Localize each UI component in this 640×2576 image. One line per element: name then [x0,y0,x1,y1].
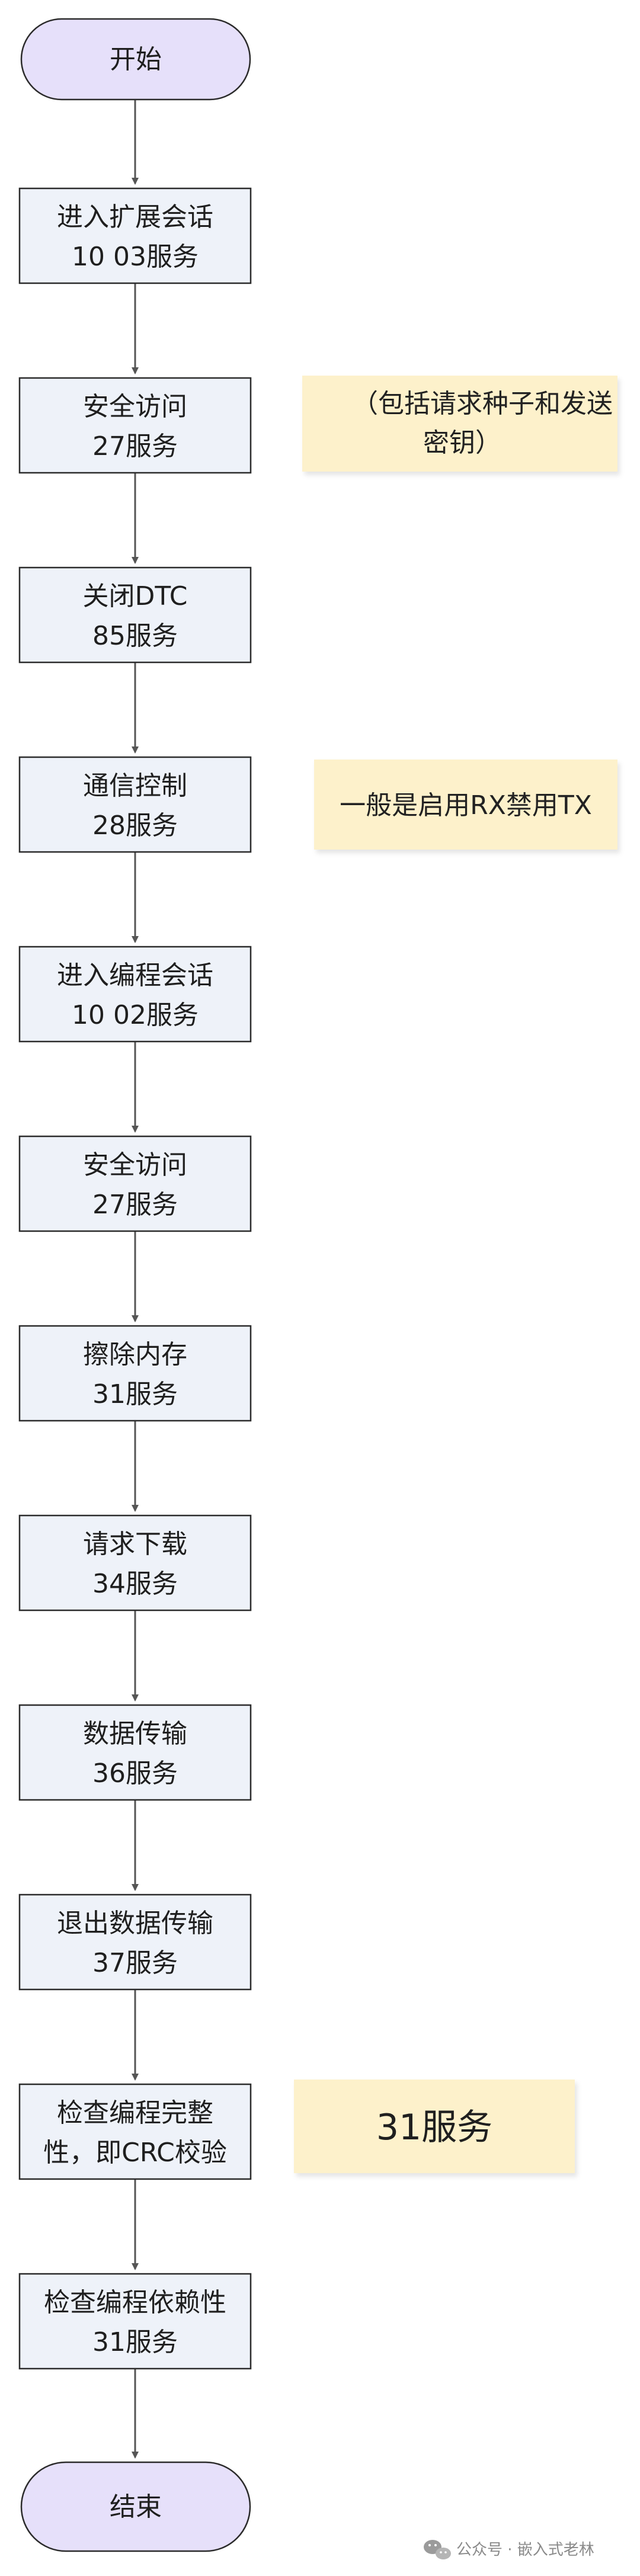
step-service: 36服务 [92,1758,178,1789]
step-title: 通信控制 [83,771,187,801]
start-terminal [20,18,251,101]
process-box [18,1893,252,1991]
step-check-programming-integrity: 检查编程完整 性，即CRC校验 [18,2083,252,2180]
process-box [18,1704,252,1801]
step-exit-transfer: 退出数据传输 37服务 [18,1893,252,1991]
note-security-access: （包括请求种子和发送 密钥） [302,376,617,472]
wechat-icon [424,2540,451,2559]
step-title: 擦除内存 [83,1340,187,1370]
note-text: 31服务 [376,2107,492,2148]
process-box [18,1514,252,1611]
process-box [18,1135,252,1232]
step-service: 27服务 [92,431,178,462]
watermark-text: 公众号 · 嵌入式老林 [456,2541,594,2559]
step-service: 性，即CRC校验 [43,2138,227,2168]
end-node: 结束 [20,2461,251,2552]
process-box [18,2083,252,2180]
step-title: 数据传输 [83,1719,187,1749]
note-text: （包括请求种子和发送 [352,389,613,419]
step-title: 安全访问 [83,392,187,422]
step-title: 安全访问 [83,1150,187,1180]
step-service: 37服务 [92,1948,178,1978]
step-title: 进入扩展会话 [57,202,213,232]
step-title: 请求下载 [83,1529,187,1559]
step-service: 34服务 [92,1569,178,1599]
process-box [18,377,252,474]
note-text: 一般是启用RX禁用TX [340,790,592,821]
step-erase-memory: 擦除内存 31服务 [18,1325,252,1422]
process-box [18,1325,252,1422]
process-box [18,187,252,284]
step-communication-control: 通信控制 28服务 [18,756,252,853]
step-service: 10 03服务 [72,242,199,272]
step-service: 10 02服务 [72,1000,199,1030]
end-label: 结束 [110,2492,162,2522]
step-service: 85服务 [92,621,178,651]
start-label: 开始 [110,44,162,75]
process-box [18,2273,252,2370]
step-security-access-1: 安全访问 27服务 [18,377,252,474]
step-service: 31服务 [92,1379,178,1409]
start-node: 开始 [20,18,251,101]
step-enter-programming-session: 进入编程会话 10 02服务 [18,946,252,1043]
step-service: 28服务 [92,810,178,841]
process-box [18,566,252,664]
sticky-note [294,2080,575,2173]
step-security-access-2: 安全访问 27服务 [18,1135,252,1232]
step-check-programming-dependency: 检查编程依赖性 31服务 [18,2273,252,2370]
end-terminal [20,2461,251,2552]
step-enter-extended-session: 进入扩展会话 10 03服务 [18,187,252,284]
process-box [18,946,252,1043]
note-crc-service: 31服务 [294,2080,575,2173]
sticky-note [302,376,617,472]
note-text: 密钥） [423,428,501,458]
sticky-note [314,760,617,850]
step-request-download: 请求下载 34服务 [18,1514,252,1611]
step-title: 进入编程会话 [57,960,213,991]
step-title: 检查编程依赖性 [44,2287,226,2318]
step-service: 31服务 [92,2327,178,2357]
note-communication-control: 一般是启用RX禁用TX [314,760,617,850]
step-title: 检查编程完整 [57,2098,213,2128]
step-title: 退出数据传输 [57,1908,213,1939]
step-service: 27服务 [92,1190,178,1220]
process-box [18,756,252,853]
watermark: 公众号 · 嵌入式老林 [424,2540,594,2559]
step-disable-dtc: 关闭DTC 85服务 [18,566,252,664]
step-transfer-data: 数据传输 36服务 [18,1704,252,1801]
step-title: 关闭DTC [83,581,188,611]
